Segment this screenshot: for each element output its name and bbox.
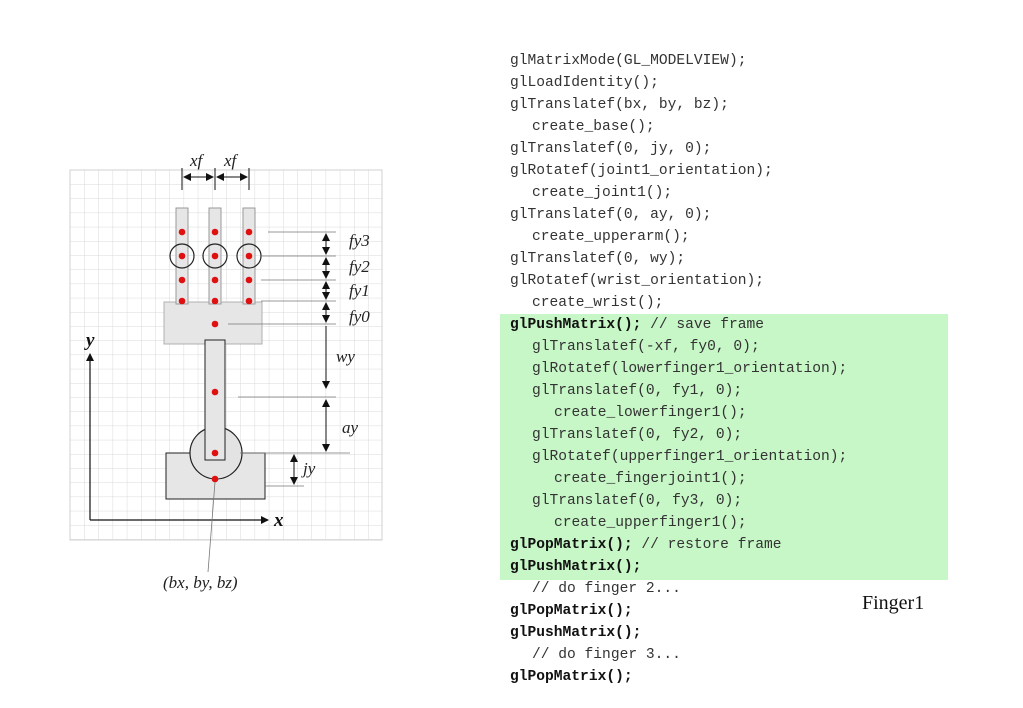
x-axis-label: x bbox=[273, 510, 284, 531]
code-line: glMatrixMode(GL_MODELVIEW); bbox=[510, 50, 746, 72]
code-text: glRotatef(upperfinger1_orientation); bbox=[532, 449, 848, 465]
code-line: // do finger 2... bbox=[510, 578, 681, 600]
code-text: glTranslatef(-xf, fy0, 0); bbox=[532, 339, 760, 355]
code-text: create_upperfinger1(); bbox=[554, 515, 747, 531]
code-text: create_upperarm(); bbox=[532, 229, 690, 245]
code-line: glTranslatef(0, fy1, 0); bbox=[510, 380, 742, 402]
code-text: glRotatef(joint1_orientation); bbox=[510, 163, 773, 179]
code-text: glTranslatef(0, fy1, 0); bbox=[532, 383, 743, 399]
code-text: glPushMatrix(); bbox=[510, 317, 642, 333]
fy3-label: fy3 bbox=[349, 231, 370, 250]
code-line: glPushMatrix(); // save frame bbox=[510, 314, 764, 336]
code-line: // do finger 3... bbox=[510, 644, 681, 666]
finger-joint-left bbox=[169, 243, 195, 269]
code-text: glTranslatef(0, fy2, 0); bbox=[532, 427, 743, 443]
code-line: glTranslatef(bx, by, bz); bbox=[510, 94, 729, 116]
code-text: glPopMatrix(); bbox=[510, 537, 633, 553]
code-text: create_joint1(); bbox=[532, 185, 673, 201]
code-line: create_fingerjoint1(); bbox=[510, 468, 747, 490]
code-line: glTranslatef(0, ay, 0); bbox=[510, 204, 711, 226]
code-line: create_base(); bbox=[510, 116, 655, 138]
coordinate-axes bbox=[86, 353, 269, 524]
code-line: glPopMatrix(); bbox=[510, 666, 633, 688]
code-text: glPopMatrix(); bbox=[510, 669, 633, 685]
code-text: glLoadIdentity(); bbox=[510, 75, 659, 91]
reference-lines bbox=[228, 231, 350, 487]
code-line: create_joint1(); bbox=[510, 182, 672, 204]
code-text: // do finger 2... bbox=[532, 581, 681, 597]
code-line: create_lowerfinger1(); bbox=[510, 402, 747, 424]
code-line: create_wrist(); bbox=[510, 292, 663, 314]
y-axis-label: y bbox=[84, 330, 95, 351]
finger-joint-middle bbox=[202, 243, 228, 269]
code-text: glPushMatrix(); bbox=[510, 559, 642, 575]
fy0-label: fy0 bbox=[349, 307, 370, 326]
code-text: glTranslatef(0, jy, 0); bbox=[510, 141, 712, 157]
caption: Finger1 bbox=[862, 592, 925, 614]
code-line: glRotatef(lowerfinger1_orientation); bbox=[510, 358, 847, 380]
code-line: glPopMatrix(); // restore frame bbox=[510, 534, 782, 556]
code-comment: // restore frame bbox=[632, 537, 782, 553]
code-text: // do finger 3... bbox=[532, 647, 681, 663]
jy-label: jy bbox=[301, 459, 316, 478]
vertical-dimensions bbox=[290, 233, 330, 485]
code-line: glLoadIdentity(); bbox=[510, 72, 659, 94]
code-line: glTranslatef(0, jy, 0); bbox=[510, 138, 711, 160]
fy1-label: fy1 bbox=[349, 281, 370, 300]
wy-label: wy bbox=[336, 347, 355, 366]
code-text: create_wrist(); bbox=[532, 295, 664, 311]
code-line: glPushMatrix(); bbox=[510, 556, 641, 578]
code-text: create_lowerfinger1(); bbox=[554, 405, 747, 421]
xf-dimension bbox=[181, 168, 250, 190]
code-line: glTranslatef(0, fy3, 0); bbox=[510, 490, 742, 512]
robot-arm-diagram: xf xf fy3 fy2 fy1 fy0 wy ay jy y x (bx, … bbox=[69, 151, 383, 592]
origin-pointer bbox=[207, 481, 216, 573]
code-text: glTranslatef(0, ay, 0); bbox=[510, 207, 712, 223]
upperarm bbox=[204, 339, 226, 461]
xf-label-right: xf bbox=[223, 151, 239, 170]
code-text: glPushMatrix(); bbox=[510, 625, 642, 641]
reference-points bbox=[178, 228, 253, 483]
code-text: glRotatef(lowerfinger1_orientation); bbox=[532, 361, 848, 377]
ay-label: ay bbox=[342, 418, 359, 437]
code-comment: // save frame bbox=[641, 317, 764, 333]
code-line: create_upperarm(); bbox=[510, 226, 690, 248]
fy2-label: fy2 bbox=[349, 257, 370, 276]
code-line: glRotatef(joint1_orientation); bbox=[510, 160, 773, 182]
code-text: glTranslatef(bx, by, bz); bbox=[510, 97, 729, 113]
code-text: glPopMatrix(); bbox=[510, 603, 633, 619]
code-line: glTranslatef(-xf, fy0, 0); bbox=[510, 336, 760, 358]
code-line: glPopMatrix(); bbox=[510, 600, 633, 622]
code-text: glRotatef(wrist_orientation); bbox=[510, 273, 764, 289]
code-line: glRotatef(wrist_orientation); bbox=[510, 270, 764, 292]
code-text: glTranslatef(0, fy3, 0); bbox=[532, 493, 743, 509]
highlighted-block bbox=[500, 314, 948, 580]
xf-label-left: xf bbox=[189, 151, 205, 170]
code-line: glTranslatef(0, fy2, 0); bbox=[510, 424, 742, 446]
code-line: create_upperfinger1(); bbox=[510, 512, 747, 534]
code-line: glTranslatef(0, wy); bbox=[510, 248, 685, 270]
code-text: glMatrixMode(GL_MODELVIEW); bbox=[510, 53, 747, 69]
code-text: create_fingerjoint1(); bbox=[554, 471, 747, 487]
code-text: glTranslatef(0, wy); bbox=[510, 251, 686, 267]
code-text: create_base(); bbox=[532, 119, 655, 135]
code-line: glRotatef(upperfinger1_orientation); bbox=[510, 446, 847, 468]
code-line: glPushMatrix(); bbox=[510, 622, 641, 644]
origin-label: (bx, by, bz) bbox=[163, 573, 238, 592]
